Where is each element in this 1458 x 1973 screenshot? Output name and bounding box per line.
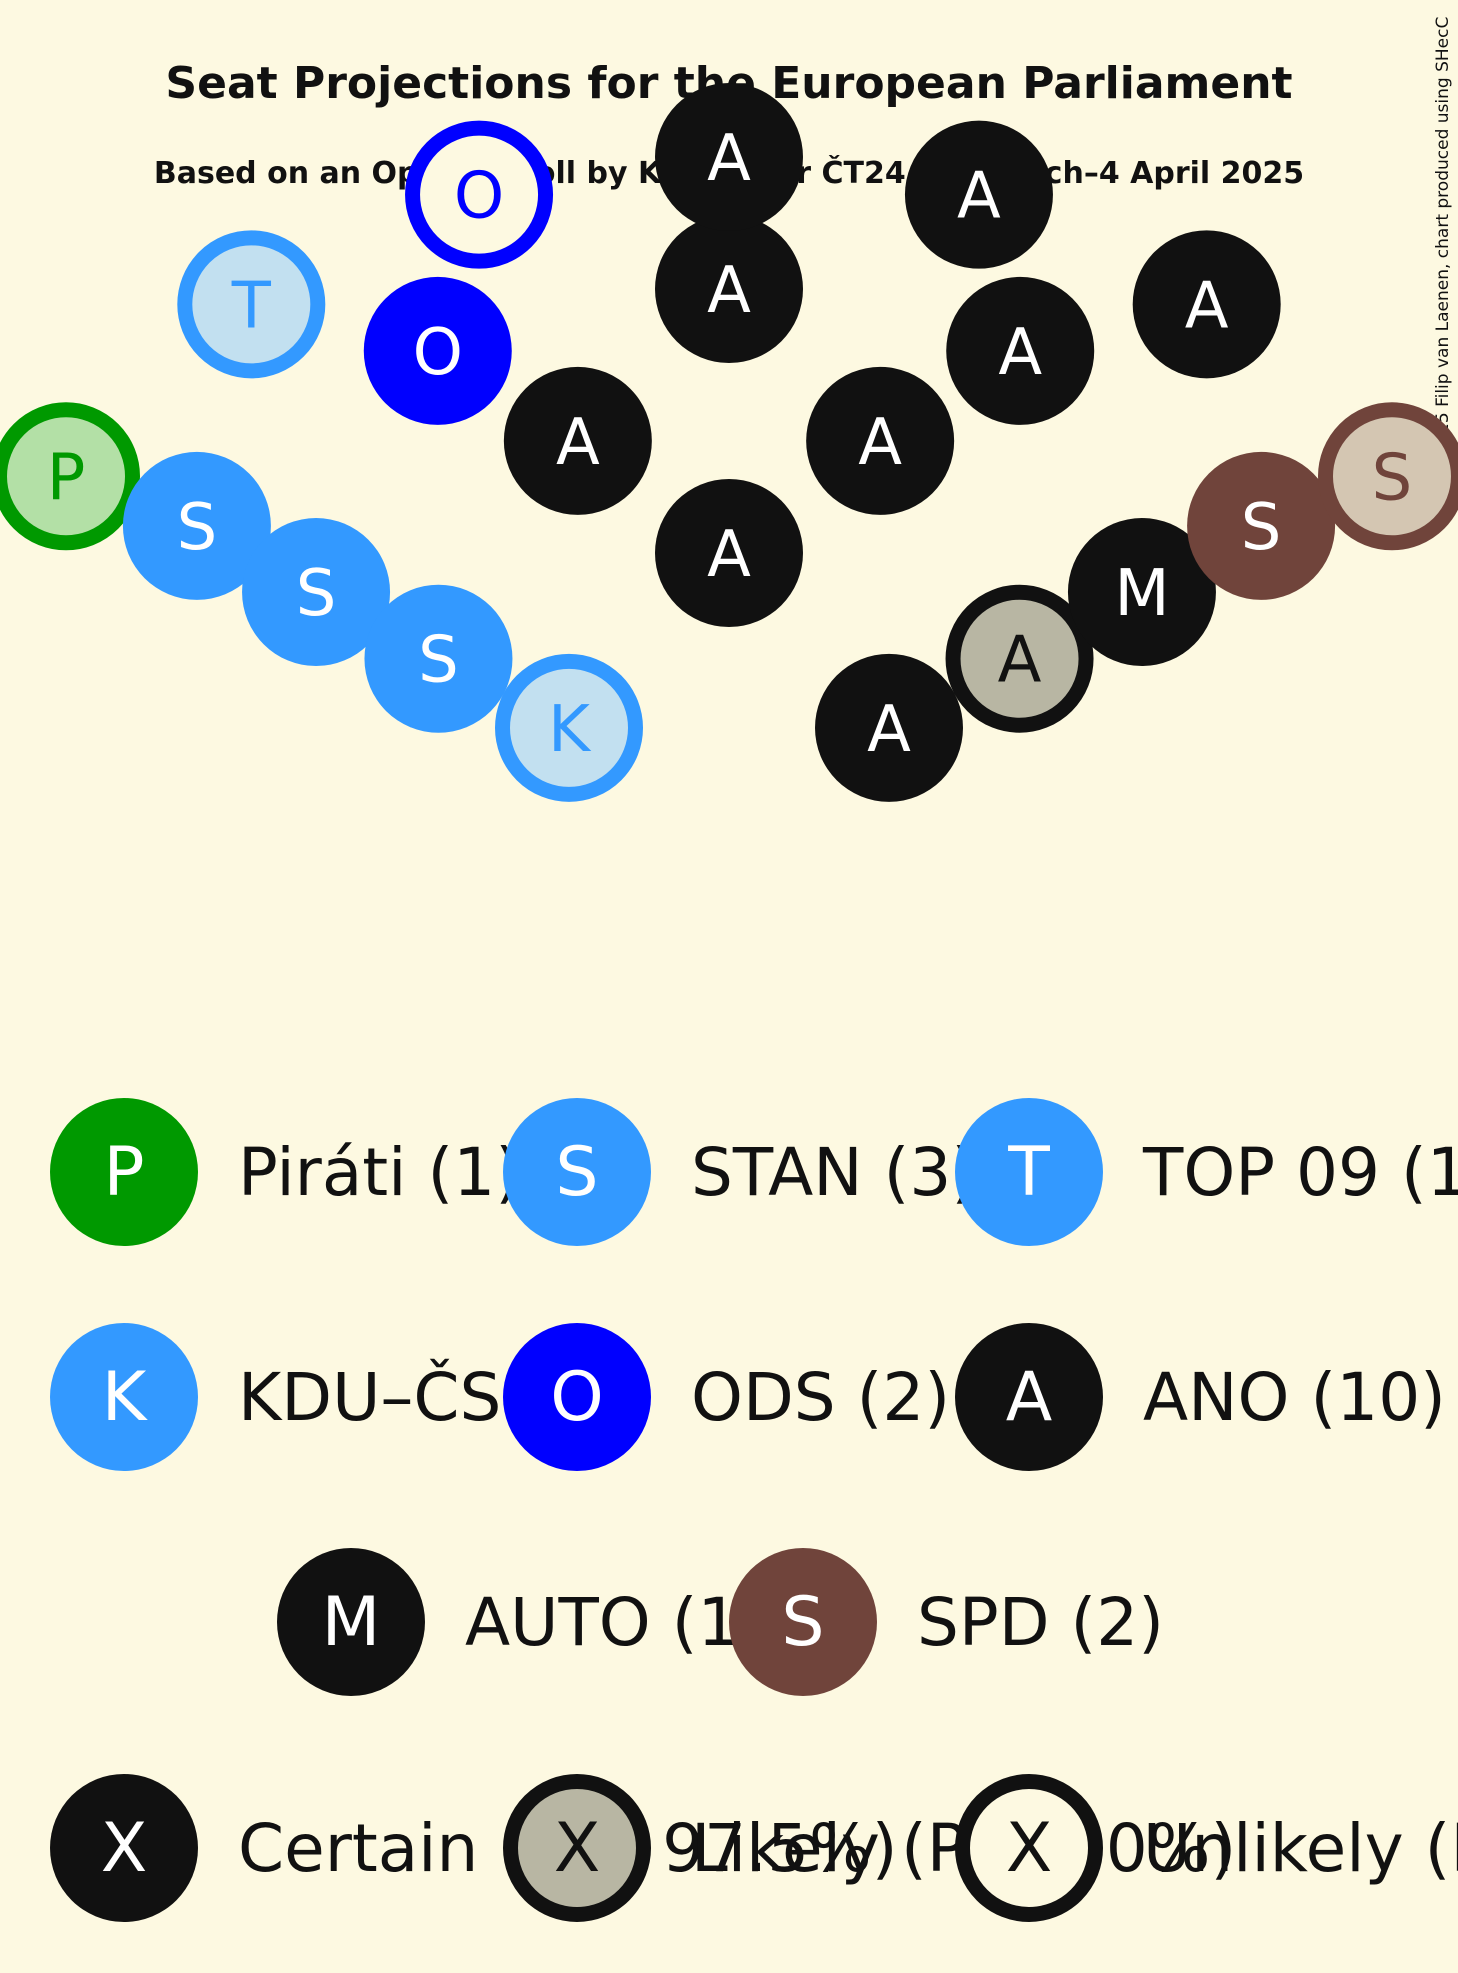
seat-ano-certain	[655, 215, 803, 363]
seat-ano-certain	[904, 120, 1053, 269]
certainty-swatch-letter: X	[1006, 1809, 1053, 1888]
certainty-swatch	[955, 1774, 1103, 1922]
legend-swatch-letter: S	[555, 1133, 598, 1212]
legend-swatch-letter: A	[1006, 1358, 1053, 1437]
legend-swatch-letter: T	[1007, 1133, 1050, 1212]
legend-swatch	[50, 1098, 198, 1246]
seat-ano-certain	[503, 366, 652, 515]
seat-auto-certain	[1067, 518, 1216, 667]
certainty-label: Unlikely (P < 50%)	[1143, 1810, 1458, 1887]
seat-stan-certain-letter: S	[177, 491, 218, 565]
legend-item-top-09: T TOP 09 (1)	[955, 1098, 1458, 1246]
seat-spd-certain	[1187, 451, 1336, 600]
legend-label: ANO (10)	[1143, 1359, 1446, 1436]
seat-top-09-unlikely	[177, 230, 326, 379]
seat-ods-unlikely	[405, 120, 554, 269]
legend-swatch	[503, 1323, 651, 1471]
seat-ano-certain	[1132, 230, 1281, 379]
seat-pir-ti-unlikely-letter: P	[47, 441, 86, 515]
legend-swatch-letter: S	[781, 1583, 824, 1662]
seat-pir-ti-unlikely	[0, 402, 140, 551]
legend-swatch-letter: M	[322, 1583, 381, 1662]
seat-ano-certain	[655, 479, 803, 627]
seat-ano-certain-letter: A	[1185, 269, 1229, 343]
legend-label: Piráti (1)	[238, 1134, 521, 1211]
legend-swatch	[955, 1323, 1103, 1471]
seat-stan-certain	[364, 584, 513, 733]
legend-swatch-letter: P	[103, 1133, 144, 1212]
seat-ods-unlikely-letter: O	[454, 160, 504, 234]
seat-ano-certain	[946, 276, 1095, 425]
legend-item-ods: O ODS (2)	[503, 1323, 950, 1471]
legend-swatch	[955, 1098, 1103, 1246]
legend-label: ODS (2)	[691, 1359, 950, 1436]
legend-label: TOP 09 (1)	[1142, 1134, 1458, 1211]
seat-top-09-unlikely-letter: T	[231, 269, 272, 343]
legend-label: AUTO (1)	[465, 1584, 765, 1661]
seat-kdu-sl-unlikely-letter: K	[548, 693, 592, 767]
legend-swatch	[503, 1098, 651, 1246]
seat-ano-certain-letter: A	[707, 254, 751, 328]
seat-stan-certain	[242, 518, 391, 667]
seat-ano-certain-letter: A	[707, 122, 751, 196]
seat-ano-certain-letter: A	[858, 406, 902, 480]
legend-swatch	[729, 1548, 877, 1696]
seat-ano-certain-letter: A	[556, 406, 600, 480]
seat-stan-certain	[122, 451, 271, 600]
legend-swatch-letter: O	[550, 1358, 604, 1437]
legend-item-auto: M AUTO (1)	[277, 1548, 765, 1696]
legend-swatch	[50, 1323, 198, 1471]
copyright-notice: © 2025 Filip van Laenen, chart produced …	[1433, 17, 1453, 478]
legend-item-stan: S STAN (3)	[503, 1098, 977, 1246]
certainty-swatch	[503, 1774, 651, 1922]
legend-item-spd: S SPD (2)	[729, 1548, 1164, 1696]
seat-spd-unlikely	[1318, 402, 1458, 551]
seat-ods-certain	[363, 276, 512, 425]
seat-ano-certain	[655, 83, 803, 231]
certainty-item-unlikely: X Unlikely (P < 50%)	[955, 1774, 1458, 1922]
certainty-swatch	[50, 1774, 198, 1922]
seat-ano-likely-letter: A	[998, 624, 1042, 698]
seat-spd-certain-letter: S	[1241, 491, 1282, 565]
seat-ods-certain-letter: O	[413, 316, 463, 390]
seat-ano-likely	[945, 584, 1094, 733]
legend-item-pir-ti: P Piráti (1)	[50, 1098, 521, 1246]
seat-stan-certain-letter: S	[418, 624, 459, 698]
legend-swatch	[277, 1548, 425, 1696]
seat-ano-certain	[815, 653, 963, 802]
seat-ano-certain-letter: A	[867, 693, 911, 767]
certainty-swatch-letter: X	[554, 1809, 601, 1888]
legend-label: SPD (2)	[917, 1584, 1164, 1661]
seat-ano-certain	[806, 366, 955, 515]
seat-spd-unlikely-letter: S	[1372, 441, 1413, 515]
certainty-swatch-letter: X	[101, 1809, 148, 1888]
seat-stan-certain-letter: S	[296, 557, 337, 631]
seat-auto-certain-letter: M	[1114, 557, 1169, 631]
seat-kdu-sl-unlikely	[495, 653, 643, 802]
legend-swatch-letter: K	[102, 1358, 149, 1437]
legend-item-ano: A ANO (10)	[955, 1323, 1446, 1471]
seat-ano-certain-letter: A	[957, 160, 1001, 234]
legend-label: STAN (3)	[691, 1134, 977, 1211]
seat-ano-certain-letter: A	[707, 518, 751, 592]
seat-ano-certain-letter: A	[998, 316, 1042, 390]
